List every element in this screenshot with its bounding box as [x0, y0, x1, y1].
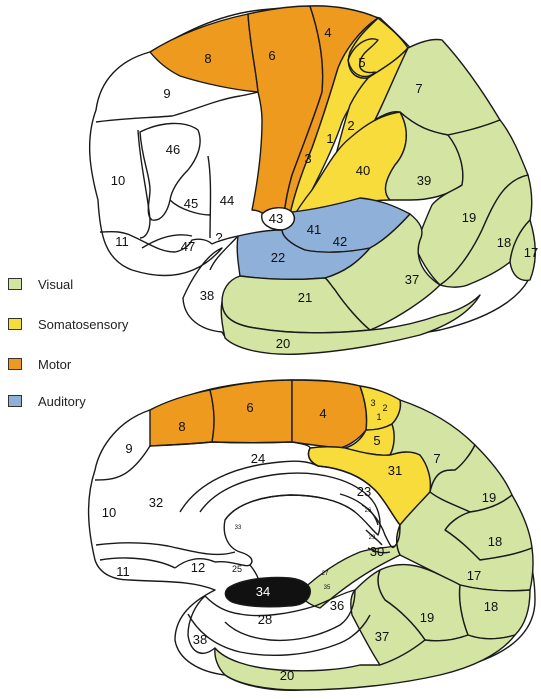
legend-item-auditory: Auditory: [8, 393, 86, 409]
lateral-label-7: 7: [415, 81, 422, 96]
legend-item-visual: Visual: [8, 276, 73, 292]
medial-label-4: 4: [319, 406, 326, 421]
medial-label-20: 20: [280, 668, 294, 683]
medial-label-27: 27: [322, 571, 329, 577]
medial-label-11: 11: [116, 564, 130, 579]
medial-label-3: 3: [370, 398, 375, 408]
medial-area-8: [150, 390, 214, 446]
lateral-label-8: 8: [204, 51, 211, 66]
lateral-label-2: 2: [347, 118, 354, 133]
lateral-label-qmark: ?: [215, 230, 222, 245]
lateral-label-3: 3: [304, 151, 311, 166]
medial-label-29: 29: [369, 535, 376, 541]
medial-label-7: 7: [433, 451, 440, 466]
legend-item-motor: Motor: [8, 356, 71, 372]
lateral-label-39: 39: [417, 173, 431, 188]
medial-label-6: 6: [246, 400, 253, 415]
lateral-label-19: 19: [462, 210, 476, 225]
legend-label-auditory: Auditory: [38, 394, 86, 409]
medial-label-32: 32: [149, 495, 163, 510]
legend-label-visual: Visual: [38, 277, 73, 292]
medial-label-17: 17: [467, 568, 481, 583]
lateral-label-17: 17: [524, 245, 538, 260]
medial-label-18-lower: 18: [484, 599, 498, 614]
legend-swatch-visual: [8, 278, 22, 290]
lateral-label-45: 45: [184, 196, 198, 211]
legend-label-somatosensory: Somatosensory: [38, 317, 128, 332]
medial-label-31: 31: [388, 463, 402, 478]
lateral-label-11: 11: [115, 234, 129, 249]
medial-label-34: 34: [256, 584, 270, 599]
medial-label-38: 38: [193, 632, 207, 647]
lateral-label-9: 9: [163, 86, 170, 101]
medial-label-30: 30: [370, 544, 384, 559]
lateral-label-1: 1: [326, 131, 333, 146]
medial-label-1: 1: [376, 412, 381, 422]
medial-label-37: 37: [375, 629, 389, 644]
lateral-label-42: 42: [333, 234, 347, 249]
lateral-label-40: 40: [356, 163, 370, 178]
lateral-label-6: 6: [268, 48, 275, 63]
lateral-brain-view: [90, 6, 536, 354]
medial-brain-view: [89, 380, 535, 690]
medial-label-25: 25: [232, 564, 242, 574]
lateral-label-38: 38: [200, 288, 214, 303]
lateral-label-41: 41: [307, 222, 321, 237]
medial-label-28: 28: [258, 612, 272, 627]
medial-label-23: 23: [357, 484, 371, 499]
lateral-label-4: 4: [324, 25, 331, 40]
lateral-label-18: 18: [497, 235, 511, 250]
medial-label-19-upper: 19: [482, 490, 496, 505]
legend-swatch-motor: [8, 358, 22, 370]
lateral-label-37: 37: [405, 272, 419, 287]
legend-swatch-auditory: [8, 395, 22, 407]
lateral-label-10: 10: [111, 173, 125, 188]
lateral-label-44: 44: [220, 193, 234, 208]
lateral-label-46: 46: [166, 142, 180, 157]
medial-label-24: 24: [251, 451, 265, 466]
lateral-label-21: 21: [298, 290, 312, 305]
medial-label-35: 35: [324, 585, 331, 591]
lateral-label-20: 20: [276, 336, 290, 351]
legend-item-somatosensory: Somatosensory: [8, 316, 128, 332]
medial-label-18-upper: 18: [488, 534, 502, 549]
lateral-label-5: 5: [358, 55, 365, 70]
legend-swatch-somatosensory: [8, 318, 22, 330]
medial-label-12: 12: [191, 560, 205, 575]
medial-label-36: 36: [330, 598, 344, 613]
lateral-label-43: 43: [269, 211, 283, 226]
medial-label-10: 10: [102, 505, 116, 520]
medial-label-8: 8: [178, 419, 185, 434]
medial-label-5: 5: [373, 433, 380, 448]
medial-area-4: [292, 380, 367, 448]
legend-label-motor: Motor: [38, 357, 71, 372]
medial-label-26: 26: [365, 508, 372, 514]
medial-label-2: 2: [382, 403, 387, 413]
lateral-label-22: 22: [271, 250, 285, 265]
medial-label-33: 33: [235, 525, 242, 531]
medial-label-19-lower: 19: [420, 610, 434, 625]
medial-label-9: 9: [125, 441, 132, 456]
lateral-label-47: 47: [181, 239, 195, 254]
